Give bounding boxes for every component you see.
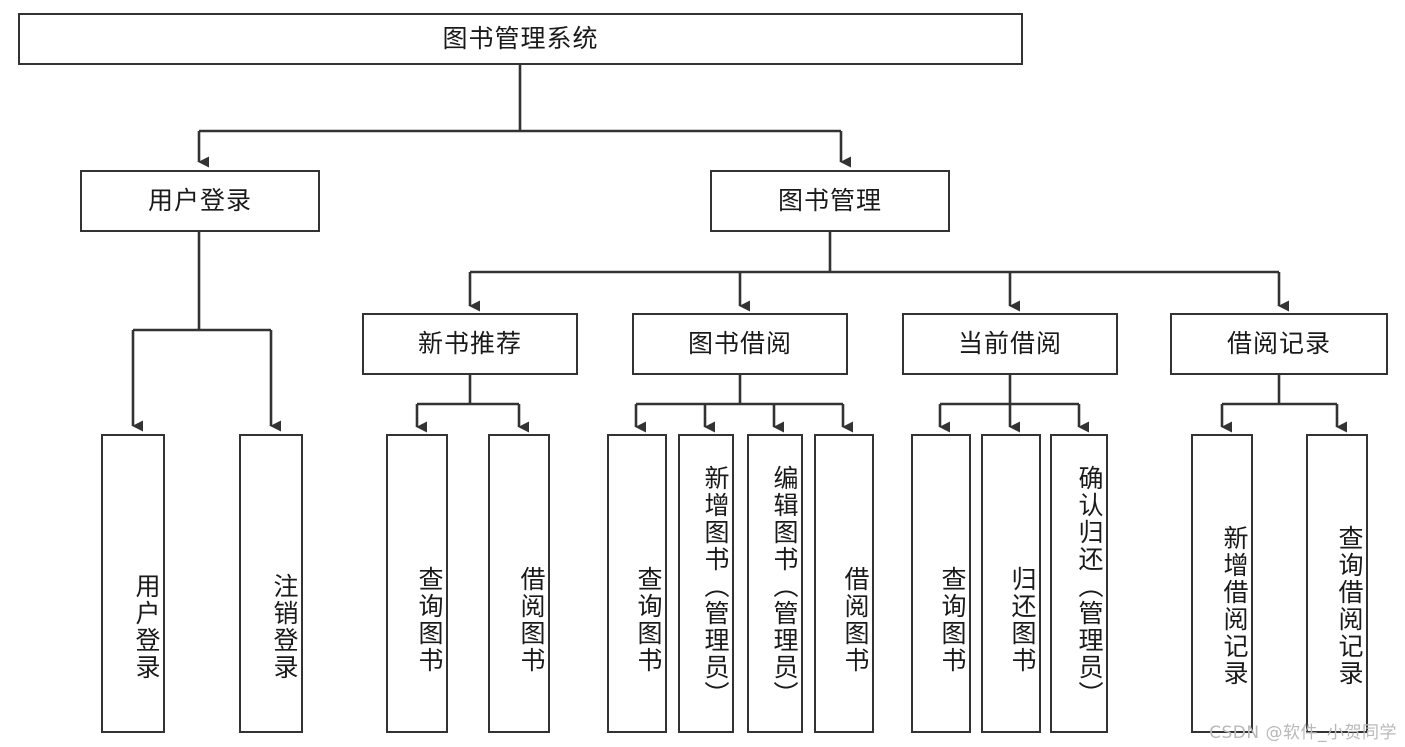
node-book-management[interactable]: 图书管理 — [710, 170, 950, 232]
csdn-watermark: CSDN @软件_小贺同学 — [1209, 723, 1397, 743]
leaf-confirm-return-admin[interactable]: 确认归还（管理员） — [1050, 434, 1108, 733]
node-borrow-record[interactable]: 借阅记录 — [1170, 313, 1388, 375]
leaf-return-book[interactable]: 归还图书 — [981, 434, 1041, 733]
leaf-query-book-current[interactable]: 查询图书 — [911, 434, 971, 733]
leaf-query-book-borrow[interactable]: 查询图书 — [607, 434, 667, 733]
leaf-query-book-newbook[interactable]: 查询图书 — [386, 434, 448, 733]
leaf-user-login[interactable]: 用户登录 — [101, 434, 165, 733]
node-root[interactable]: 图书管理系统 — [18, 13, 1023, 65]
node-current-borrow[interactable]: 当前借阅 — [902, 313, 1118, 375]
leaf-query-borrow-record[interactable]: 查询借阅记录 — [1306, 434, 1368, 733]
node-user-login[interactable]: 用户登录 — [80, 170, 320, 232]
leaf-add-borrow-record[interactable]: 新增借阅记录 — [1191, 434, 1253, 733]
leaf-borrow-book[interactable]: 借阅图书 — [814, 434, 874, 733]
leaf-edit-book-admin[interactable]: 编辑图书（管理员） — [747, 434, 803, 733]
leaf-add-book-admin[interactable]: 新增图书（管理员） — [678, 434, 734, 733]
node-book-borrow[interactable]: 图书借阅 — [632, 313, 848, 375]
leaf-logout[interactable]: 注销登录 — [239, 434, 303, 733]
node-new-book-recommend[interactable]: 新书推荐 — [362, 313, 578, 375]
leaf-borrow-book-newbook[interactable]: 借阅图书 — [488, 434, 550, 733]
